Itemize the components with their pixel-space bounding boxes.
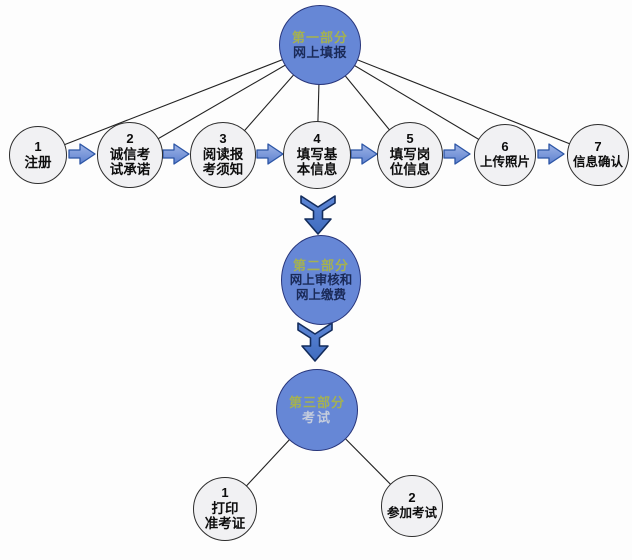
step-number: 3 <box>219 130 227 146</box>
part2-line: 网上审核和 <box>289 272 353 287</box>
step-label-line: 填写基 <box>296 146 338 162</box>
step-number: 1 <box>221 484 229 500</box>
step-number: 4 <box>313 130 321 146</box>
step-label-line: 上传照片 <box>479 155 530 170</box>
part2-title: 第二部分 <box>292 257 349 273</box>
fan-line <box>319 44 599 156</box>
part1-step-7: 7 信息确认 <box>567 124 629 186</box>
step-label-line: 试承诺 <box>109 162 151 178</box>
part1-ellipse: 第一部分 网上填报 <box>279 5 361 85</box>
step-label-line: 注册 <box>24 154 52 170</box>
step-label-line: 参加考试 <box>386 506 437 521</box>
step-number: 5 <box>406 130 414 146</box>
step-label-line: 信息确认 <box>572 155 623 170</box>
double-arrow-down-icon <box>300 195 336 235</box>
arrow-right-icon <box>68 143 96 165</box>
part3-subtitle: 考试 <box>301 409 332 425</box>
step-number: 2 <box>126 130 134 146</box>
step-label-line: 打印 <box>211 500 239 516</box>
step-number: 1 <box>34 138 42 154</box>
arrow-right-icon <box>537 143 565 165</box>
arrow-right-icon <box>162 143 190 165</box>
step-label-line: 考须知 <box>202 162 244 178</box>
step-label-line: 阅读报 <box>202 146 244 162</box>
part1-step-6: 6 上传照片 <box>474 124 536 186</box>
part1-title: 第一部分 <box>291 29 348 45</box>
step-label-line: 位信息 <box>389 162 431 178</box>
double-arrow-down-icon <box>297 322 333 362</box>
arrow-right-icon <box>256 143 284 165</box>
step-number: 6 <box>501 139 509 155</box>
step-label-line: 准考证 <box>204 516 246 532</box>
part1-step-5: 5 填写岗 位信息 <box>377 122 443 188</box>
arrow-right-icon <box>350 143 378 165</box>
step-label-line: 填写岗 <box>389 146 431 162</box>
part3-step-1: 1 打印 准考证 <box>193 477 257 541</box>
part3-step-2: 2 参加考试 <box>381 475 443 537</box>
part2-ellipse: 第二部分 网上审核和 网上缴费 <box>281 235 361 325</box>
step-label-line: 本信息 <box>296 162 338 178</box>
part1-step-3: 3 阅读报 考须知 <box>190 122 256 188</box>
step-number: 7 <box>594 139 602 155</box>
part2-line: 网上缴费 <box>295 287 346 302</box>
part1-step-4: 4 填写基 本信息 <box>283 121 351 189</box>
arrow-right-icon <box>443 143 471 165</box>
part1-step-1: 1 注册 <box>9 126 67 184</box>
part1-subtitle: 网上填报 <box>292 45 347 60</box>
step-label-line: 诚信考 <box>109 146 151 162</box>
fan-line <box>37 44 321 156</box>
part3-title: 第三部分 <box>288 394 345 410</box>
step-number: 2 <box>408 490 416 506</box>
part1-step-2: 2 诚信考 试承诺 <box>97 122 163 188</box>
part3-ellipse: 第三部分 考试 <box>276 369 358 451</box>
